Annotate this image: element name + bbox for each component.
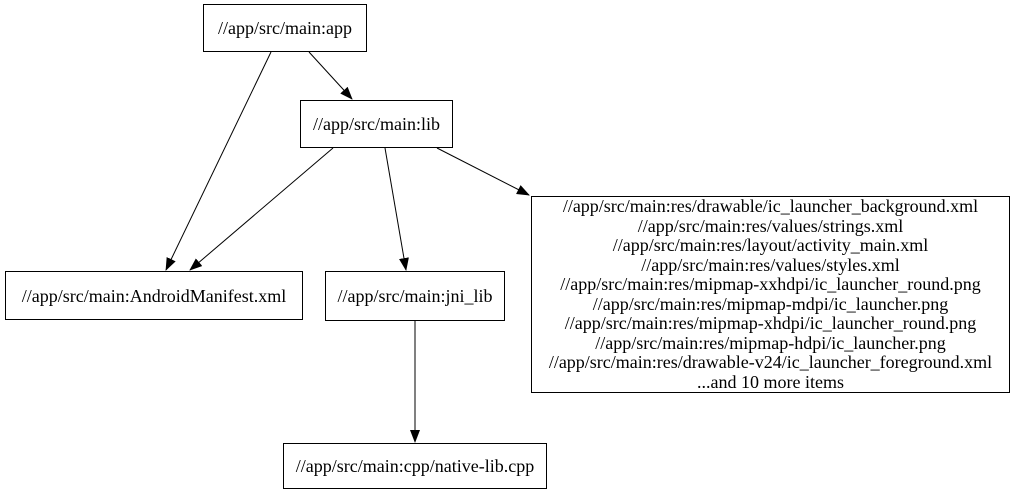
node-android-manifest: //app/src/main:AndroidManifest.xml	[5, 271, 303, 320]
resource-line: //app/src/main:res/drawable/ic_launcher_…	[562, 196, 979, 216]
resource-line: //app/src/main:res/mipmap-mdpi/ic_launch…	[592, 293, 949, 314]
edge-lib-to-resources	[436, 147, 530, 196]
node-lib-label: //app/src/main:lib	[313, 114, 440, 134]
node-android-manifest-label: //app/src/main:AndroidManifest.xml	[21, 285, 287, 306]
node-native-lib: //app/src/main:cpp/native-lib.cpp	[283, 443, 547, 489]
node-native-lib-label: //app/src/main:cpp/native-lib.cpp	[295, 456, 535, 476]
resource-line: //app/src/main:res/mipmap-xxhdpi/ic_laun…	[560, 274, 981, 294]
node-resources: //app/src/main:res/drawable/ic_launcher_…	[531, 196, 1010, 393]
node-app: //app/src/main:app	[203, 4, 367, 52]
node-jni-lib-label: //app/src/main:jni_lib	[337, 286, 493, 306]
resource-line-more-items: ...and 10 more items	[697, 371, 844, 392]
resource-line: //app/src/main:res/layout/activity_main.…	[612, 235, 929, 255]
resource-line: //app/src/main:res/values/strings.xml	[637, 215, 904, 236]
node-jni-lib: //app/src/main:jni_lib	[325, 271, 505, 321]
resource-line: //app/src/main:res/drawable-v24/ic_launc…	[548, 352, 993, 372]
edge-app-to-lib	[308, 51, 353, 100]
edge-lib-to-jni-lib	[384, 147, 409, 271]
resource-line: //app/src/main:res/mipmap-hdpi/ic_launch…	[595, 332, 946, 353]
resource-line: //app/src/main:res/mipmap-xhdpi/ic_launc…	[564, 313, 977, 333]
edge-app-to-android-manifest	[165, 51, 272, 271]
node-lib: //app/src/main:lib	[300, 100, 453, 148]
edge-lib-to-android-manifest	[189, 147, 334, 271]
node-app-label: //app/src/main:app	[218, 18, 352, 38]
resource-line: //app/src/main:res/values/styles.xml	[641, 254, 900, 275]
